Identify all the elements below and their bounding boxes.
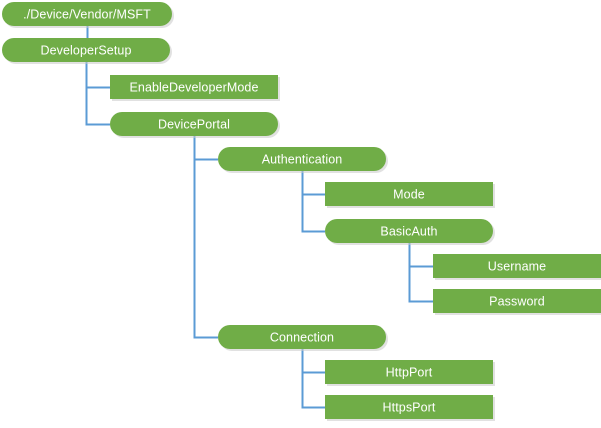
node-label-httpport: HttpPort xyxy=(386,366,433,380)
node-shape-authentication[interactable] xyxy=(218,147,386,171)
node-label-username: Username xyxy=(488,260,546,274)
node-label-developersetup: DeveloperSetup xyxy=(40,44,131,58)
connector-developersetup-deviceportal xyxy=(85,62,110,126)
node-shape-username[interactable] xyxy=(433,254,601,278)
node-shape-basicauth[interactable] xyxy=(325,219,493,243)
node-shape-httpsport[interactable] xyxy=(325,395,493,419)
connector-basicauth-username xyxy=(408,243,433,268)
node-basicauth[interactable]: BasicAuth xyxy=(325,219,495,245)
connector-layer xyxy=(85,26,433,409)
node-root[interactable]: ./Device/Vendor/MSFT xyxy=(2,2,174,28)
node-deviceportal[interactable]: DevicePortal xyxy=(110,112,280,138)
node-httpport[interactable]: HttpPort xyxy=(325,360,495,386)
connector-deviceportal-authentication xyxy=(193,136,218,161)
connector-authentication-mode xyxy=(301,171,325,196)
node-username[interactable]: Username xyxy=(433,254,601,280)
node-enabledevelopermode[interactable]: EnableDeveloperMode xyxy=(110,75,280,101)
node-password[interactable]: Password xyxy=(433,289,601,315)
node-authentication[interactable]: Authentication xyxy=(218,147,388,173)
node-label-enabledevelopermode: EnableDeveloperMode xyxy=(129,81,258,95)
node-connection[interactable]: Connection xyxy=(218,325,388,351)
node-shape-httpport[interactable] xyxy=(325,360,493,384)
node-httpsport[interactable]: HttpsPort xyxy=(325,395,495,421)
node-shape-mode[interactable] xyxy=(325,182,493,206)
node-label-password: Password xyxy=(489,295,545,309)
node-mode[interactable]: Mode xyxy=(325,182,495,208)
connector-connection-httpsport xyxy=(301,349,325,409)
node-shape-enabledevelopermode[interactable] xyxy=(110,75,278,99)
node-shape-developersetup[interactable] xyxy=(2,38,170,62)
connector-developersetup-enabledevelopermode xyxy=(85,62,110,89)
node-label-mode: Mode xyxy=(393,188,425,202)
node-label-connection: Connection xyxy=(270,331,334,345)
node-label-httpsport: HttpsPort xyxy=(383,401,436,415)
connector-authentication-basicauth xyxy=(301,171,325,233)
node-shape-root[interactable] xyxy=(2,2,172,26)
connector-basicauth-password xyxy=(408,243,433,303)
node-label-deviceportal: DevicePortal xyxy=(158,118,230,132)
node-label-authentication: Authentication xyxy=(262,153,343,167)
node-developersetup[interactable]: DeveloperSetup xyxy=(2,38,172,64)
node-shape-deviceportal[interactable] xyxy=(110,112,278,136)
node-layer: ./Device/Vendor/MSFT DeveloperSetupEnable… xyxy=(2,2,601,421)
node-shape-connection[interactable] xyxy=(218,325,386,349)
connector-connection-httpport xyxy=(301,349,325,374)
connector-deviceportal-connection xyxy=(193,136,218,339)
node-shape-password[interactable] xyxy=(433,289,601,313)
node-label-basicauth: BasicAuth xyxy=(380,225,437,239)
node-label-root: ./Device/Vendor/MSFT xyxy=(23,8,151,22)
